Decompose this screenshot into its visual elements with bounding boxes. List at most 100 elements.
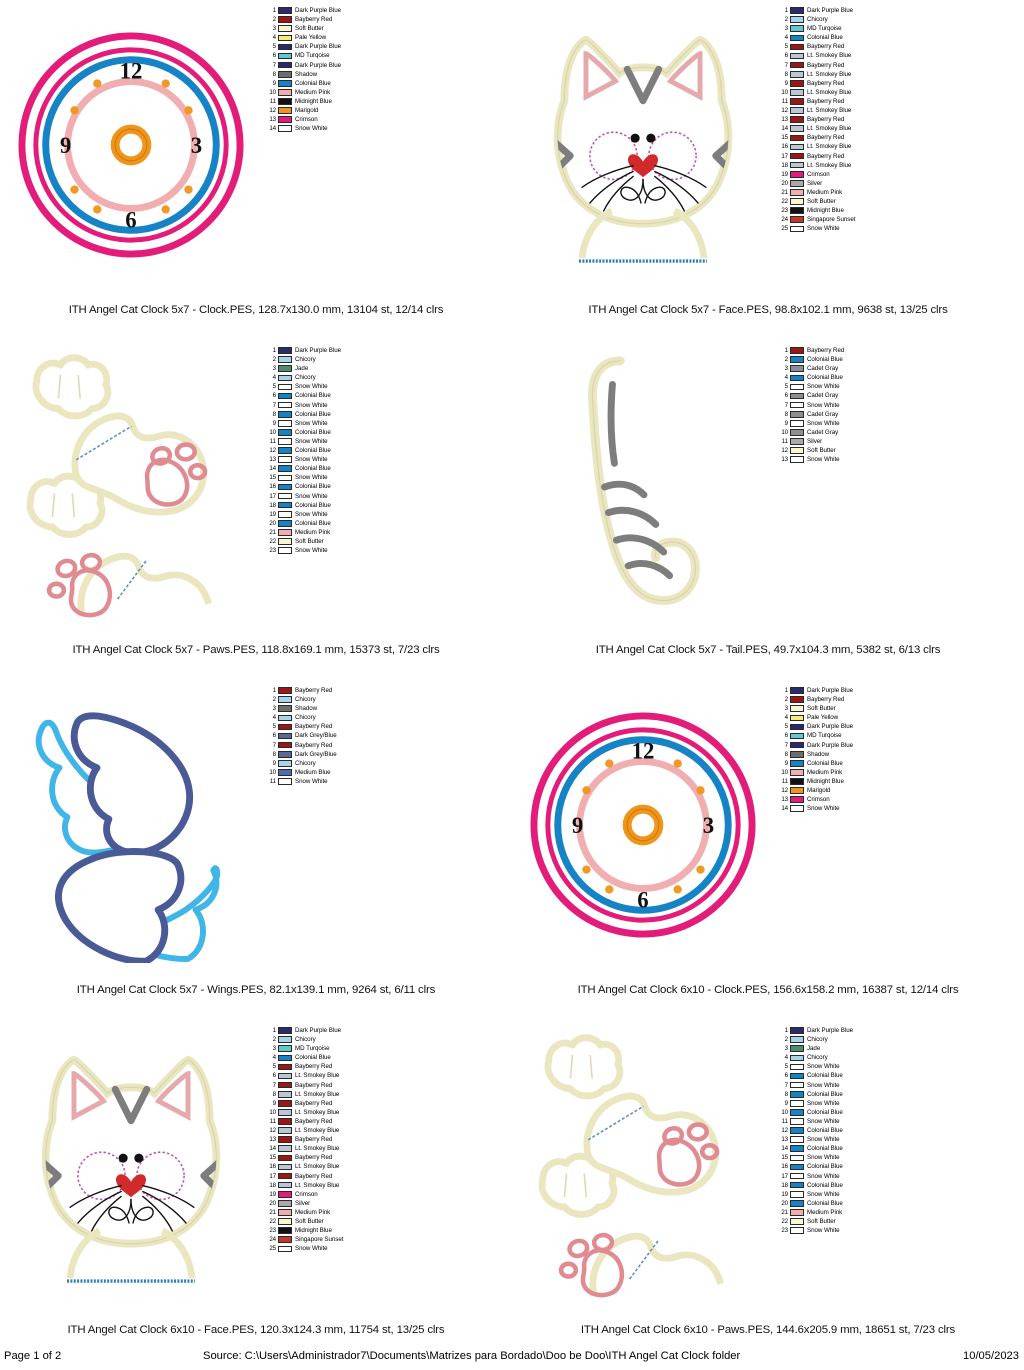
thread-color-name: Colonial Blue xyxy=(807,1163,843,1171)
svg-text:9: 9 xyxy=(60,133,71,158)
legend-stop-number: 22 xyxy=(269,537,276,545)
legend-stop-number: 15 xyxy=(781,1154,788,1162)
thread-color-name: Snow White xyxy=(807,1136,840,1144)
legend-stop-number: 4 xyxy=(272,34,276,42)
legend-stop-number: 5 xyxy=(784,383,788,391)
thread-color-name: Jade xyxy=(295,365,309,373)
thread-color-swatch xyxy=(278,34,292,42)
thread-color-swatch xyxy=(790,1154,804,1162)
thread-color-swatch xyxy=(790,1045,804,1053)
thread-color-name: Medium Pink xyxy=(807,188,843,196)
thread-color-swatch xyxy=(790,356,804,363)
legend-stop-number: 22 xyxy=(781,197,788,205)
thread-color-swatch xyxy=(278,1090,292,1098)
cat-face-design-artwork xyxy=(553,35,733,263)
thread-color-swatch xyxy=(790,189,804,196)
thread-color-swatch xyxy=(278,1063,292,1071)
thread-color-swatch xyxy=(790,134,804,142)
legend-stop-number: 24 xyxy=(269,1236,276,1244)
thread-color-swatch xyxy=(790,687,804,694)
thread-color-name: Silver xyxy=(807,437,823,445)
svg-text:3: 3 xyxy=(191,133,202,158)
legend-stop-number: 12 xyxy=(781,1127,788,1135)
design-preview-paws xyxy=(0,340,262,630)
thread-color-swatch xyxy=(790,80,804,87)
clock-design-artwork: 12 3 6 9 xyxy=(18,32,244,258)
thread-color-swatch xyxy=(278,769,292,776)
thread-color-name: Snow White xyxy=(295,401,328,409)
legend-stop-number: 17 xyxy=(781,152,788,160)
thread-color-swatch xyxy=(278,1172,292,1180)
thread-color-name: Bayberry Red xyxy=(295,1099,333,1107)
thread-color-swatch xyxy=(278,1163,292,1171)
thread-color-swatch xyxy=(790,392,804,400)
thread-color-swatch xyxy=(278,520,292,527)
legend-stop-number: 1 xyxy=(272,687,276,694)
thread-color-swatch xyxy=(278,89,292,96)
legend-stop-number: 7 xyxy=(272,741,276,749)
thread-color-swatch xyxy=(278,1027,292,1034)
thread-color-swatch xyxy=(278,1145,292,1153)
thread-color-name: Medium Pink xyxy=(295,1208,331,1216)
thread-color-swatch xyxy=(278,401,292,409)
thread-color-name: Chicory xyxy=(295,356,316,364)
design-preview-clock: 12 3 6 9 xyxy=(512,680,774,970)
legend-stop-number: 22 xyxy=(269,1217,276,1225)
thread-color-name: Soft Butter xyxy=(807,1217,836,1225)
thread-color-name: Bayberry Red xyxy=(807,134,845,142)
thread-color-swatch xyxy=(790,410,804,418)
thread-color-swatch xyxy=(278,429,292,436)
legend-stop-number: 1 xyxy=(784,1027,788,1034)
thread-color-name: Lt. Smokey Blue xyxy=(295,1127,340,1135)
legend-stop-number: 6 xyxy=(272,732,276,740)
legend-stop-number: 9 xyxy=(784,1099,788,1107)
legend-stop-number: 20 xyxy=(781,179,788,187)
thread-color-name: Dark Purple Blue xyxy=(807,741,853,749)
thread-color-swatch xyxy=(278,1036,292,1043)
legend-stop-number: 12 xyxy=(269,107,276,115)
thread-color-name: Cadet Gray xyxy=(807,410,839,418)
thread-color-swatch xyxy=(790,7,804,14)
thread-color-swatch xyxy=(790,143,804,151)
thread-color-name: Lt. Smokey Blue xyxy=(807,125,852,133)
thread-color-name: Bayberry Red xyxy=(295,723,333,731)
thread-color-swatch xyxy=(278,732,292,740)
thread-color-swatch xyxy=(790,125,804,133)
